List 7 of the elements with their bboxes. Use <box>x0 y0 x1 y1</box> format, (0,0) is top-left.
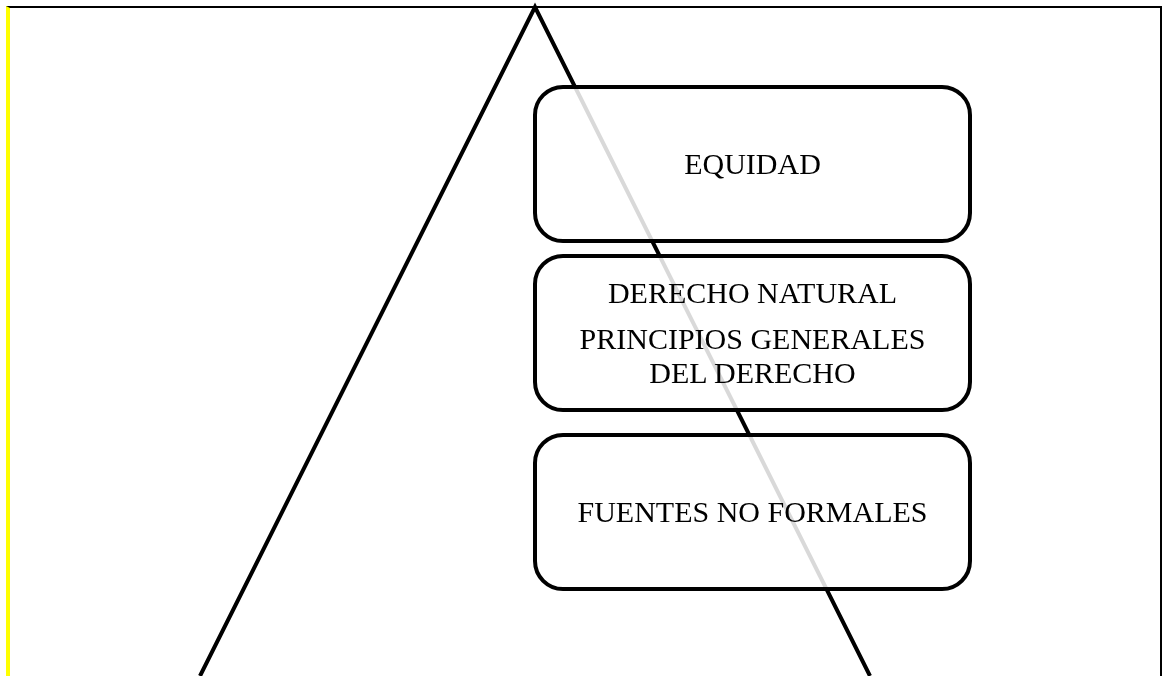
box-text: PRINCIPIOS GENERALES DEL DERECHO <box>578 322 927 390</box>
rounded-box <box>533 254 972 412</box>
box-text: EQUIDAD <box>684 147 821 181</box>
box-text: FUENTES NO FORMALES <box>577 495 928 529</box>
rounded-box <box>533 433 972 591</box>
rounded-box <box>533 85 972 243</box>
box-text: DERECHO NATURAL <box>607 276 898 310</box>
